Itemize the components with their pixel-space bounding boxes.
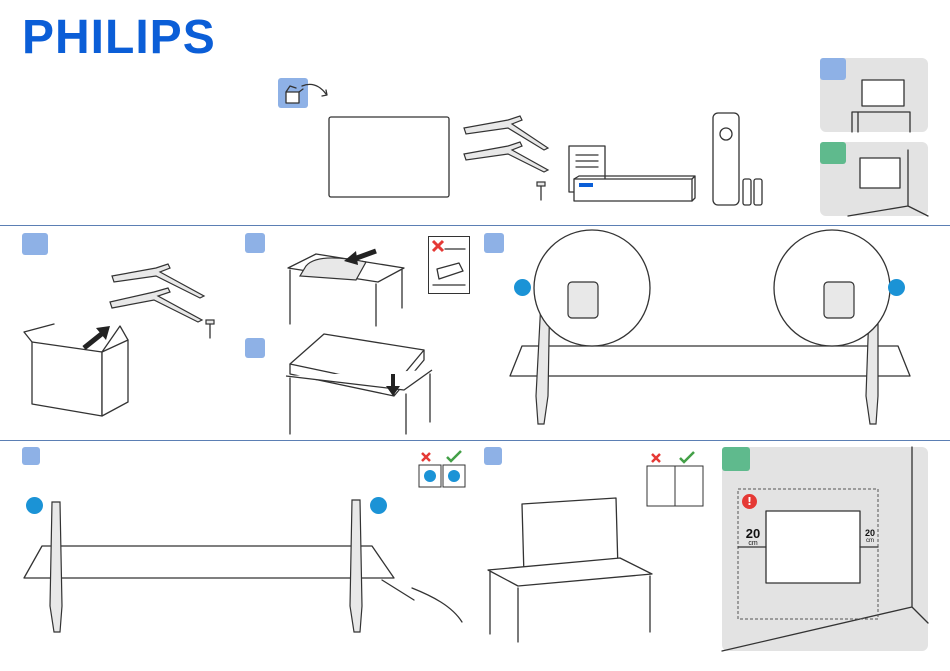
tv-standing-on-table xyxy=(484,494,654,642)
step-badge-5 xyxy=(22,447,40,465)
stand-legs-unboxed xyxy=(106,258,210,324)
tv-back-with-legs xyxy=(508,276,912,426)
callout-dot-right xyxy=(888,279,905,296)
leg-check-box xyxy=(646,450,704,508)
step-badge-6 xyxy=(484,447,502,465)
callout-dot-left xyxy=(514,279,531,296)
tv-on-table-icon xyxy=(848,76,918,132)
tv-face-down xyxy=(284,330,434,436)
exclamation-icon: ! xyxy=(742,494,757,509)
tv-box xyxy=(573,175,695,203)
batteries xyxy=(742,176,764,206)
open-box-arrow xyxy=(300,82,330,102)
cross-icon xyxy=(428,238,429,239)
wall-mount-scene xyxy=(722,447,928,651)
screw-unboxed xyxy=(204,320,216,340)
cloth-arrow xyxy=(342,247,378,267)
step-badge-1 xyxy=(22,233,48,255)
left-clearance-unit: cm xyxy=(742,540,764,547)
left-clearance-label: 20 cm xyxy=(742,527,764,547)
step-badge-4 xyxy=(484,233,504,253)
tv-back-screwing xyxy=(22,496,466,640)
brand-logo: PHILIPS xyxy=(22,14,216,62)
step-badge-wall xyxy=(820,142,846,164)
left-clearance-value: 20 xyxy=(746,526,760,541)
divider-1 xyxy=(0,225,950,226)
screw-check-box xyxy=(417,449,467,491)
open-carton xyxy=(22,322,132,422)
remote-control xyxy=(712,112,742,208)
divider-2 xyxy=(0,440,950,441)
screw xyxy=(535,182,547,202)
avoid-hard-surface-box xyxy=(428,236,470,294)
tv-on-wall-icon xyxy=(848,150,928,216)
right-clearance-label: 20 cm xyxy=(862,529,878,544)
step-badge-table xyxy=(820,58,846,80)
tv-panel xyxy=(328,116,452,198)
step-badge-2 xyxy=(245,233,265,253)
down-arrow xyxy=(384,374,402,396)
right-clearance-unit: cm xyxy=(862,538,878,544)
right-clearance-value: 20 xyxy=(865,528,875,538)
step-badge-3 xyxy=(245,338,265,358)
stand-legs xyxy=(460,112,552,172)
lift-arrow xyxy=(82,326,112,350)
